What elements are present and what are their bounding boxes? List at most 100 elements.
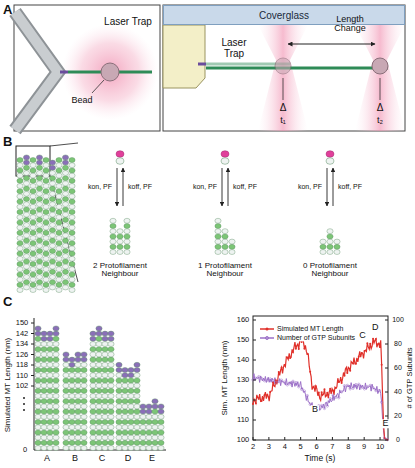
tubulin-subunit bbox=[69, 236, 75, 241]
tubulin-subunit bbox=[62, 165, 68, 170]
tubulin-subunit bbox=[56, 282, 62, 287]
on-arrow bbox=[117, 168, 118, 206]
tubulin-subunit bbox=[36, 176, 42, 181]
length-point bbox=[378, 343, 380, 345]
tubulin-subunit bbox=[69, 241, 75, 246]
tubulin-subunit bbox=[81, 435, 87, 440]
tubulin-subunit bbox=[90, 378, 96, 383]
tubulin-subunit bbox=[69, 446, 75, 451]
tubulin-subunit bbox=[63, 383, 69, 388]
figure-label: 100 bbox=[237, 436, 250, 444]
tubulin-subunit bbox=[69, 246, 75, 251]
tubulin-subunit bbox=[102, 347, 108, 352]
seed bbox=[198, 63, 206, 66]
gtp-point bbox=[326, 405, 328, 407]
length-point bbox=[252, 403, 254, 405]
axis-title: Sim. MT Length (nm) bbox=[221, 341, 229, 416]
tubulin-subunit bbox=[56, 178, 62, 183]
gtp-tubulin bbox=[221, 151, 229, 158]
tubulin-subunit bbox=[41, 331, 47, 336]
tubulin-subunit bbox=[63, 388, 69, 393]
gtp-point bbox=[323, 407, 325, 409]
tubulin-subunit bbox=[43, 168, 49, 173]
tubulin-subunit bbox=[215, 218, 221, 223]
tubulin-subunit bbox=[36, 202, 42, 207]
length-point bbox=[323, 388, 325, 390]
tubulin-subunit bbox=[69, 404, 75, 409]
tubulin-subunit bbox=[62, 285, 68, 290]
tubulin-subunit bbox=[49, 165, 55, 170]
axis-title: # of GTP Subunits bbox=[406, 347, 414, 408]
gtp-point bbox=[372, 387, 374, 389]
tubulin-subunit bbox=[56, 267, 62, 272]
tubulin-subunit bbox=[122, 446, 128, 451]
tubulin-subunit bbox=[69, 168, 75, 173]
gtp-point bbox=[269, 378, 271, 380]
tubulin-subunit bbox=[41, 425, 47, 430]
tubulin-subunit bbox=[17, 288, 23, 293]
tubulin-subunit bbox=[69, 394, 75, 399]
tubulin-subunit bbox=[90, 409, 96, 414]
tubulin-subunit bbox=[43, 199, 49, 204]
figure-label: kon, PF bbox=[298, 183, 322, 190]
tubulin-subunit bbox=[53, 446, 59, 451]
tubulin-subunit bbox=[47, 425, 53, 430]
length-point bbox=[278, 371, 280, 373]
gtp-point bbox=[289, 383, 291, 385]
figure-label: Δ bbox=[280, 103, 287, 114]
length-point bbox=[352, 363, 354, 365]
laser-trap-glow bbox=[62, 24, 158, 120]
length-point bbox=[375, 338, 377, 340]
tubulin-subunit bbox=[30, 267, 36, 272]
tubulin-subunit bbox=[96, 383, 102, 388]
tick bbox=[31, 354, 34, 355]
figure-label: 130 bbox=[237, 376, 250, 384]
tubulin-subunit bbox=[108, 362, 114, 367]
tubulin-subunit bbox=[36, 275, 42, 280]
tubulin-subunit bbox=[124, 234, 130, 239]
gtp-point bbox=[298, 386, 300, 388]
tubulin-subunit bbox=[122, 430, 128, 435]
legend-sample bbox=[260, 328, 274, 330]
tubulin-subunit bbox=[75, 352, 81, 357]
tubulin-subunit bbox=[81, 414, 87, 419]
tubulin-subunit bbox=[41, 409, 47, 414]
off-arrow bbox=[228, 168, 229, 206]
tick bbox=[385, 320, 388, 321]
tubulin-subunit bbox=[53, 440, 59, 445]
tubulin-subunit bbox=[102, 352, 108, 357]
tubulin-subunit bbox=[56, 210, 62, 215]
tubulin-subunit bbox=[17, 220, 23, 225]
tubulin-subunit bbox=[81, 420, 87, 425]
tubulin-subunit bbox=[63, 378, 69, 383]
gtp-point bbox=[383, 437, 385, 439]
tubulin-subunit bbox=[134, 394, 140, 399]
tubulin-subunit bbox=[35, 440, 41, 445]
tubulin-subunit bbox=[81, 430, 87, 435]
tubulin-subunit bbox=[56, 184, 62, 189]
tubulin-subunit bbox=[69, 362, 75, 367]
tick bbox=[253, 437, 254, 440]
tubulin-subunit bbox=[17, 163, 23, 168]
tubulin-subunit bbox=[102, 404, 108, 409]
tubulin-subunit bbox=[30, 272, 36, 277]
tubulin-subunit bbox=[43, 236, 49, 241]
tubulin-subunit bbox=[134, 409, 140, 414]
tubulin-subunit bbox=[108, 440, 114, 445]
tubulin-subunit bbox=[43, 184, 49, 189]
tubulin-subunit bbox=[134, 383, 140, 388]
tubulin-subunit bbox=[152, 440, 158, 445]
figure-label: E bbox=[382, 419, 390, 428]
tubulin-subunit bbox=[53, 409, 59, 414]
tubulin-subunit bbox=[43, 215, 49, 220]
tubulin-subunit bbox=[146, 435, 152, 440]
tubulin-subunit bbox=[49, 212, 55, 217]
tubulin-subunit bbox=[56, 272, 62, 277]
tubulin-subunit bbox=[69, 215, 75, 220]
tubulin-subunit bbox=[96, 409, 102, 414]
tubulin-subunit bbox=[108, 336, 114, 341]
tubulin-subunit bbox=[140, 425, 146, 430]
tubulin-subunit bbox=[90, 336, 96, 341]
tubulin-subunit bbox=[63, 394, 69, 399]
tubulin-subunit bbox=[69, 373, 75, 378]
